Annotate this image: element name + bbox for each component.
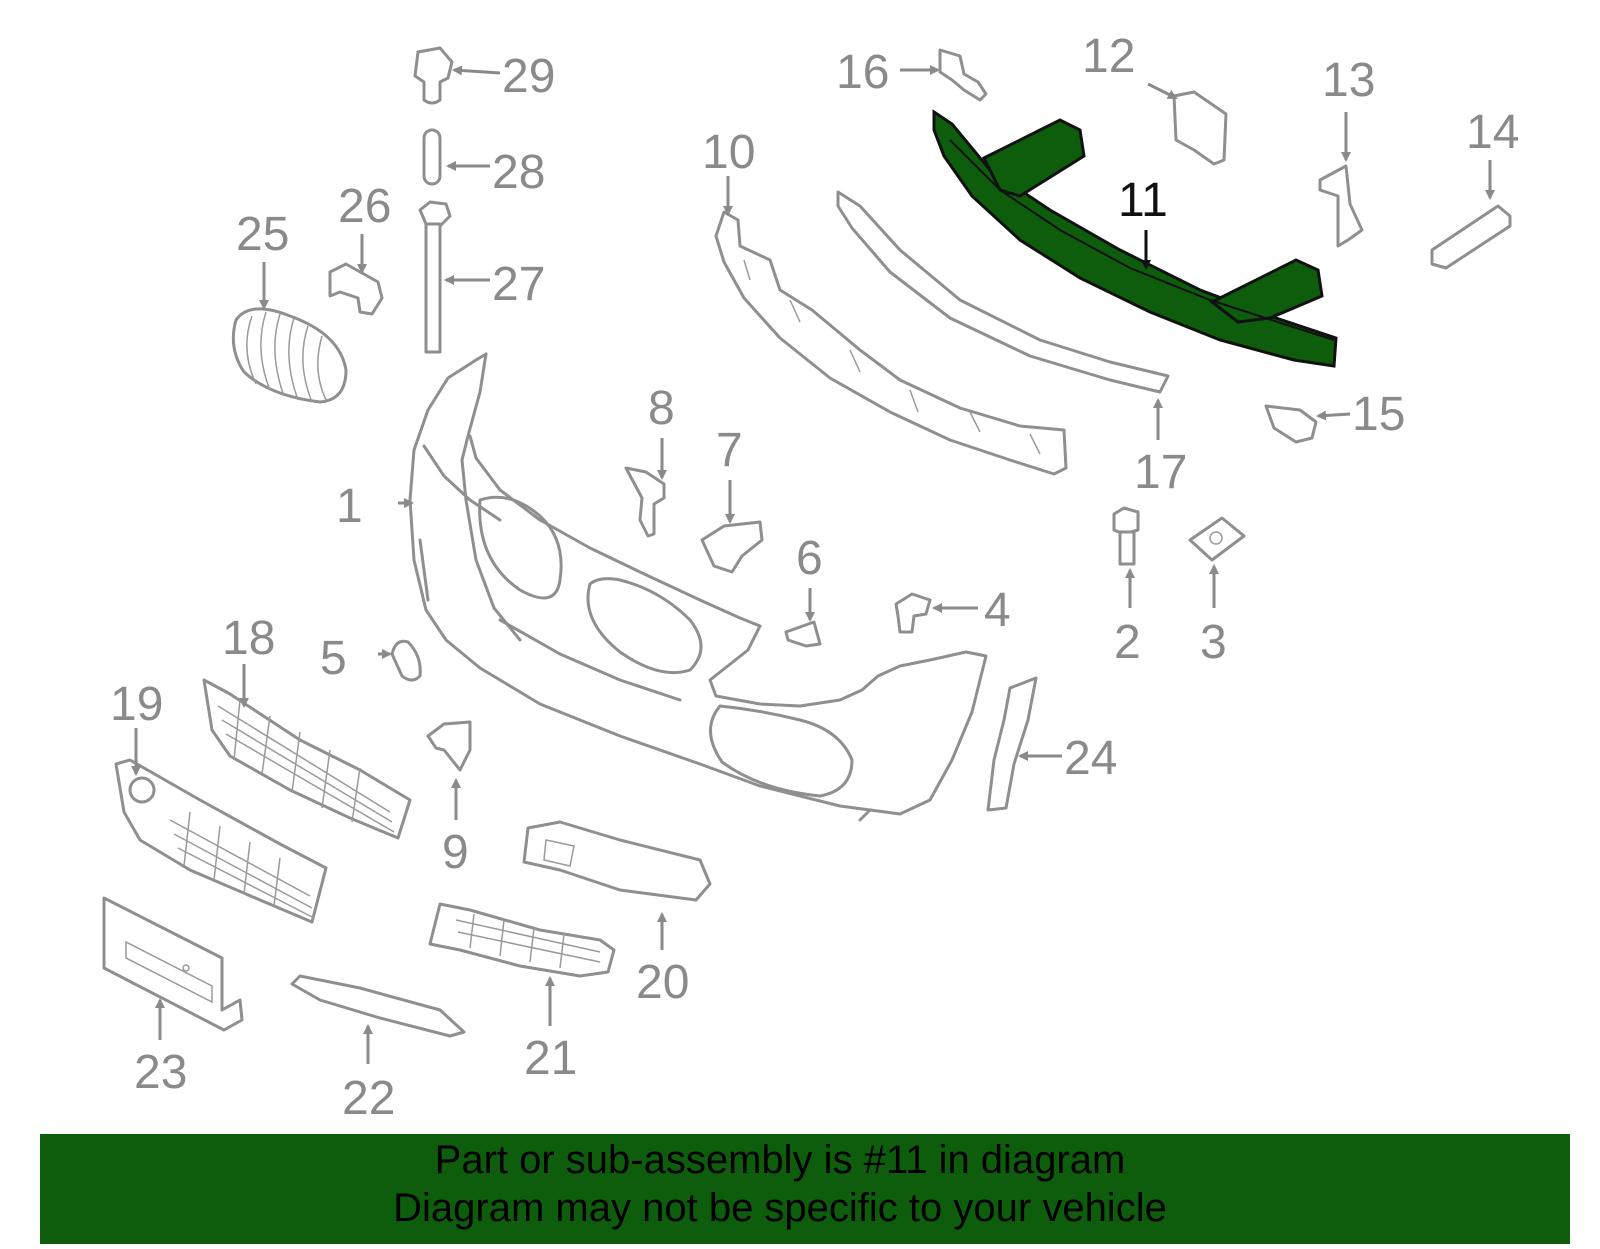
callout-14: 14 — [1466, 106, 1519, 159]
callout-2: 2 — [1114, 616, 1141, 669]
part-19-grille — [114, 758, 328, 924]
part-27-bolt — [418, 200, 452, 354]
part-12-bracket — [1172, 90, 1228, 166]
part-18-grille — [202, 678, 412, 840]
part-10-absorber — [714, 210, 1068, 476]
part-4-bracket — [894, 592, 932, 634]
part-25-grille — [231, 307, 348, 404]
callout-28: 28 — [492, 146, 545, 199]
part-6-clip — [784, 620, 822, 648]
part-5-cap — [390, 639, 422, 682]
callout-11: 11 — [1118, 174, 1168, 227]
part-22-strip — [290, 974, 466, 1038]
part-29-plug — [413, 46, 454, 105]
callout-19: 19 — [110, 678, 163, 731]
callout-27: 27 — [492, 258, 545, 311]
part-14-block — [1430, 204, 1512, 270]
part-24-trim — [986, 676, 1038, 812]
callout-8: 8 — [648, 382, 675, 435]
part-16-bracket — [938, 48, 988, 102]
callout-arrows — [131, 65, 1495, 1064]
callout-24: 24 — [1064, 732, 1117, 785]
callout-6: 6 — [796, 532, 823, 585]
callout-5: 5 — [320, 632, 347, 685]
callout-22: 22 — [342, 1072, 395, 1125]
part-3-clip — [1188, 516, 1246, 562]
callout-13: 13 — [1322, 54, 1375, 107]
callout-26: 26 — [338, 180, 391, 233]
callout-23: 23 — [134, 1046, 187, 1099]
callout-7: 7 — [716, 424, 743, 477]
callout-9: 9 — [442, 826, 469, 879]
part-15-bracket — [1264, 404, 1318, 444]
part-11-reinforcement — [932, 109, 1338, 368]
callout-10: 10 — [702, 126, 755, 179]
part-26-bracket — [328, 262, 384, 316]
callout-15: 15 — [1352, 388, 1405, 441]
part-8-bracket — [624, 466, 666, 538]
callout-29: 29 — [502, 50, 555, 103]
part-2-bolt — [1112, 506, 1140, 566]
callout-21: 21 — [524, 1032, 577, 1085]
part-9-bracket — [426, 720, 472, 772]
banner-part-notice: Part or sub-assembly is #11 in diagram — [434, 1138, 1126, 1182]
part-20-vent — [522, 820, 712, 902]
callout-4: 4 — [984, 584, 1011, 637]
callout-16: 16 — [836, 46, 889, 99]
part-13-bracket — [1318, 164, 1364, 248]
banner-disclaimer: Diagram may not be specific to your vehi… — [393, 1186, 1167, 1230]
part-23-license-bracket — [102, 896, 244, 1032]
part-1-bumper-cover — [408, 352, 988, 822]
callout-20: 20 — [636, 956, 689, 1009]
part-7-bracket — [700, 520, 764, 574]
part-21-grille — [428, 902, 616, 978]
info-banner: Part or sub-assembly is #11 in diagram D… — [40, 1134, 1570, 1244]
callout-3: 3 — [1200, 616, 1227, 669]
callout-18: 18 — [222, 612, 275, 665]
part-28-pin — [422, 128, 442, 186]
callout-17: 17 — [1134, 446, 1187, 499]
callout-25: 25 — [236, 208, 289, 261]
callout-1: 1 — [336, 480, 363, 533]
part-17-strip — [836, 190, 1170, 394]
callout-12: 12 — [1082, 30, 1135, 83]
